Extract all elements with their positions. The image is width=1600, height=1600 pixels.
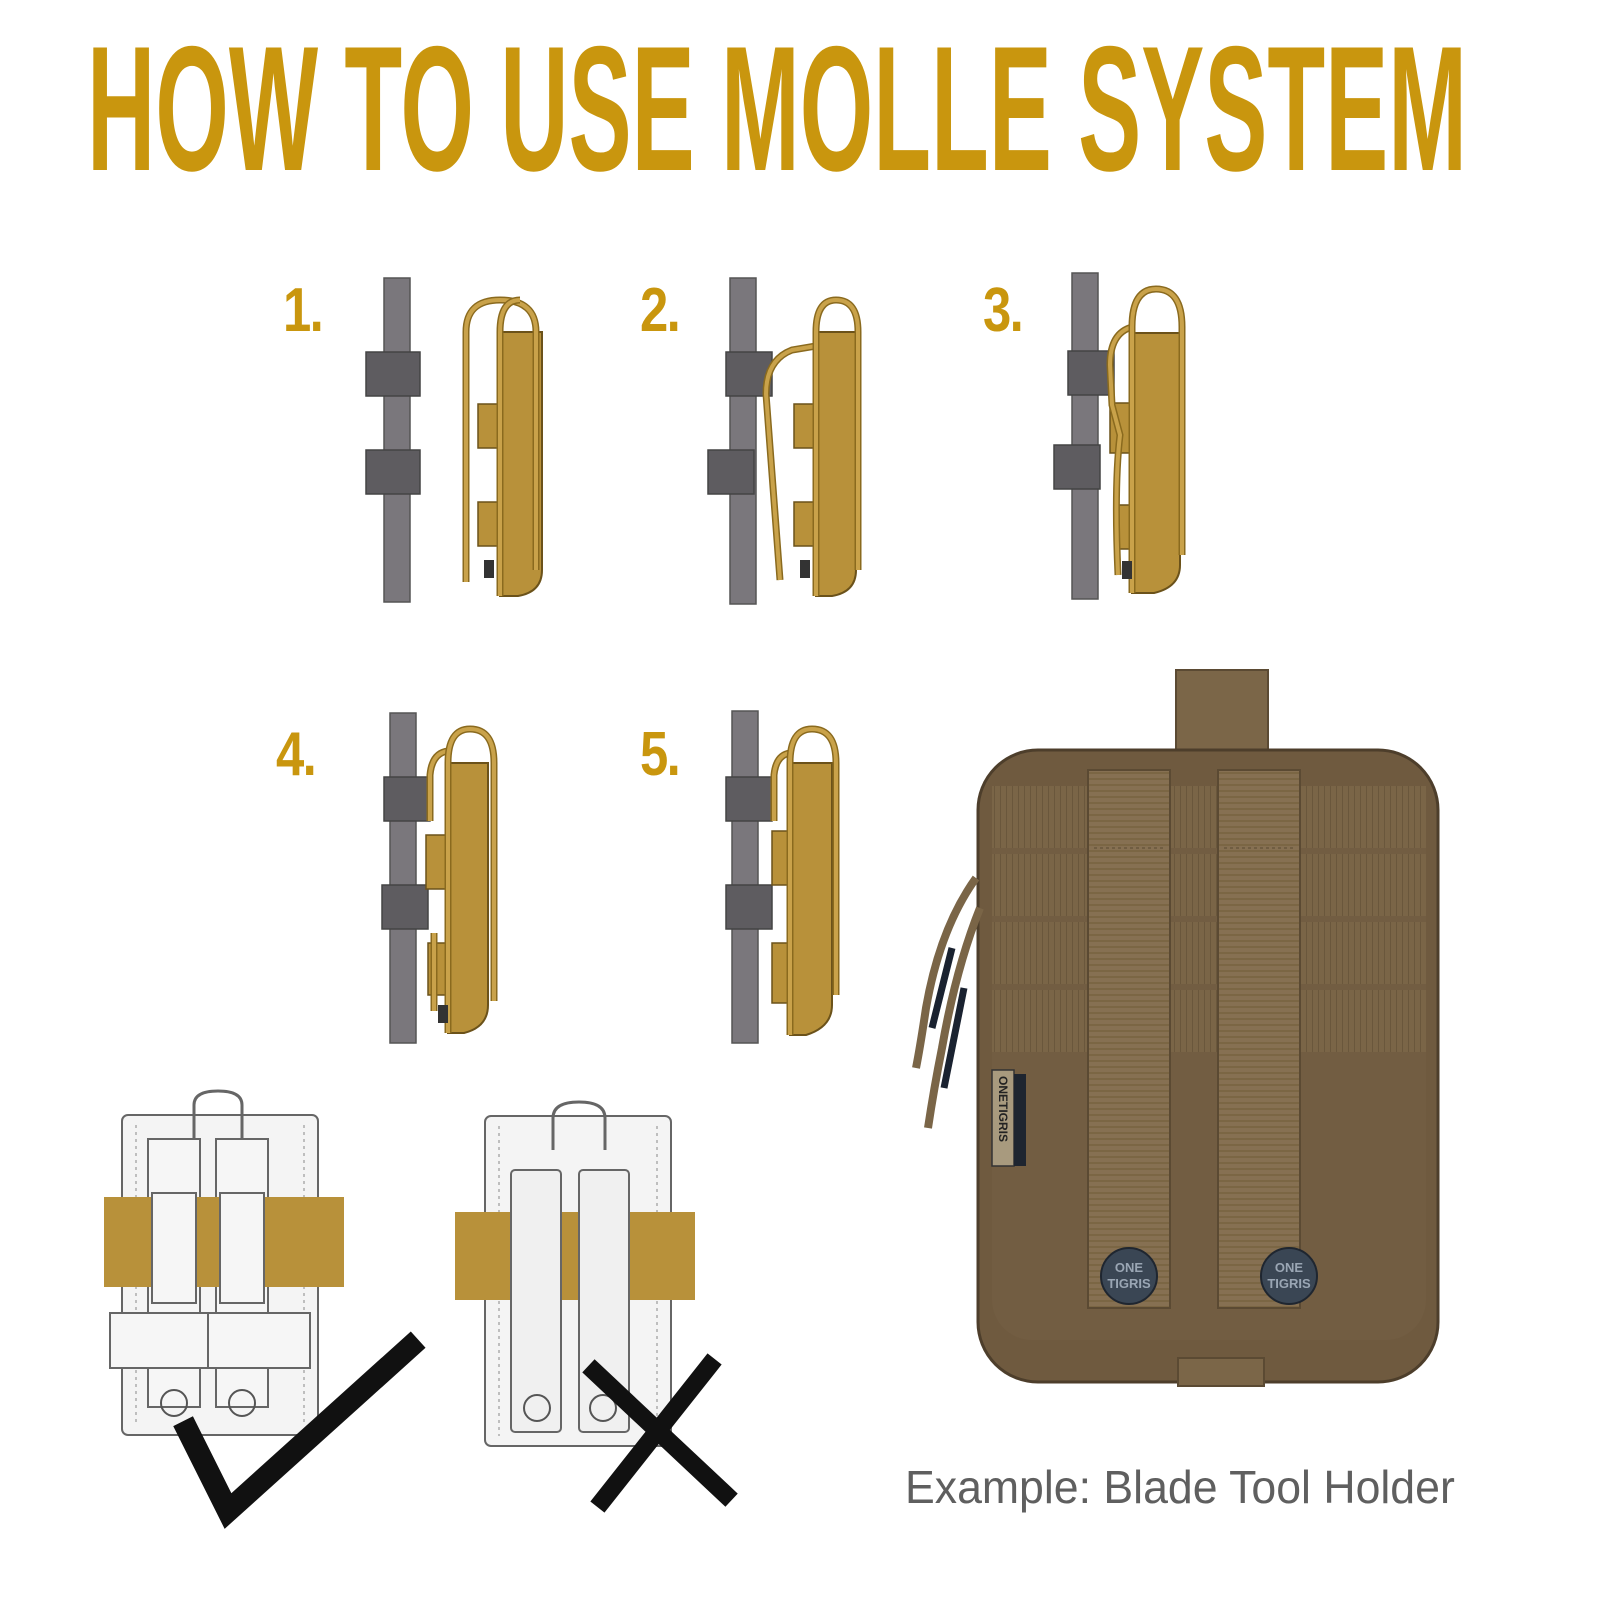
step-number-3: 3. (983, 276, 1024, 345)
step-4-illustration (376, 705, 576, 1045)
step-number-4: 4. (276, 720, 317, 789)
svg-text:ONETIGRIS: ONETIGRIS (996, 1076, 1010, 1142)
step-3-illustration (1048, 265, 1248, 605)
incorrect-weave-illustration (455, 1090, 775, 1520)
example-pouch-photo: ONE TIGRIS ONE TIGRIS ONETIGRIS (880, 668, 1500, 1398)
step-1-illustration (360, 270, 560, 610)
svg-text:TIGRIS: TIGRIS (1267, 1276, 1311, 1291)
check-mark-icon (173, 1331, 426, 1529)
step-number-1: 1. (283, 276, 324, 345)
snap-button-right (1260, 1247, 1318, 1305)
svg-text:ONE: ONE (1275, 1260, 1304, 1275)
snap-button-left (1100, 1247, 1158, 1305)
svg-text:TIGRIS: TIGRIS (1107, 1276, 1151, 1291)
x-mark-icon (582, 1353, 738, 1513)
step-number-5: 5. (640, 720, 681, 789)
page-title: HOW TO USE MOLLE SYSTEM (87, 40, 1469, 190)
example-caption: Example: Blade Tool Holder (905, 1461, 1455, 1513)
svg-text:ONE: ONE (1115, 1260, 1144, 1275)
step-2-illustration (706, 270, 906, 610)
step-5-illustration (720, 705, 920, 1045)
step-number-2: 2. (640, 276, 681, 345)
title-text: HOW TO USE MOLLE SYSTEM (87, 40, 1467, 190)
correct-weave-illustration (100, 1085, 426, 1529)
